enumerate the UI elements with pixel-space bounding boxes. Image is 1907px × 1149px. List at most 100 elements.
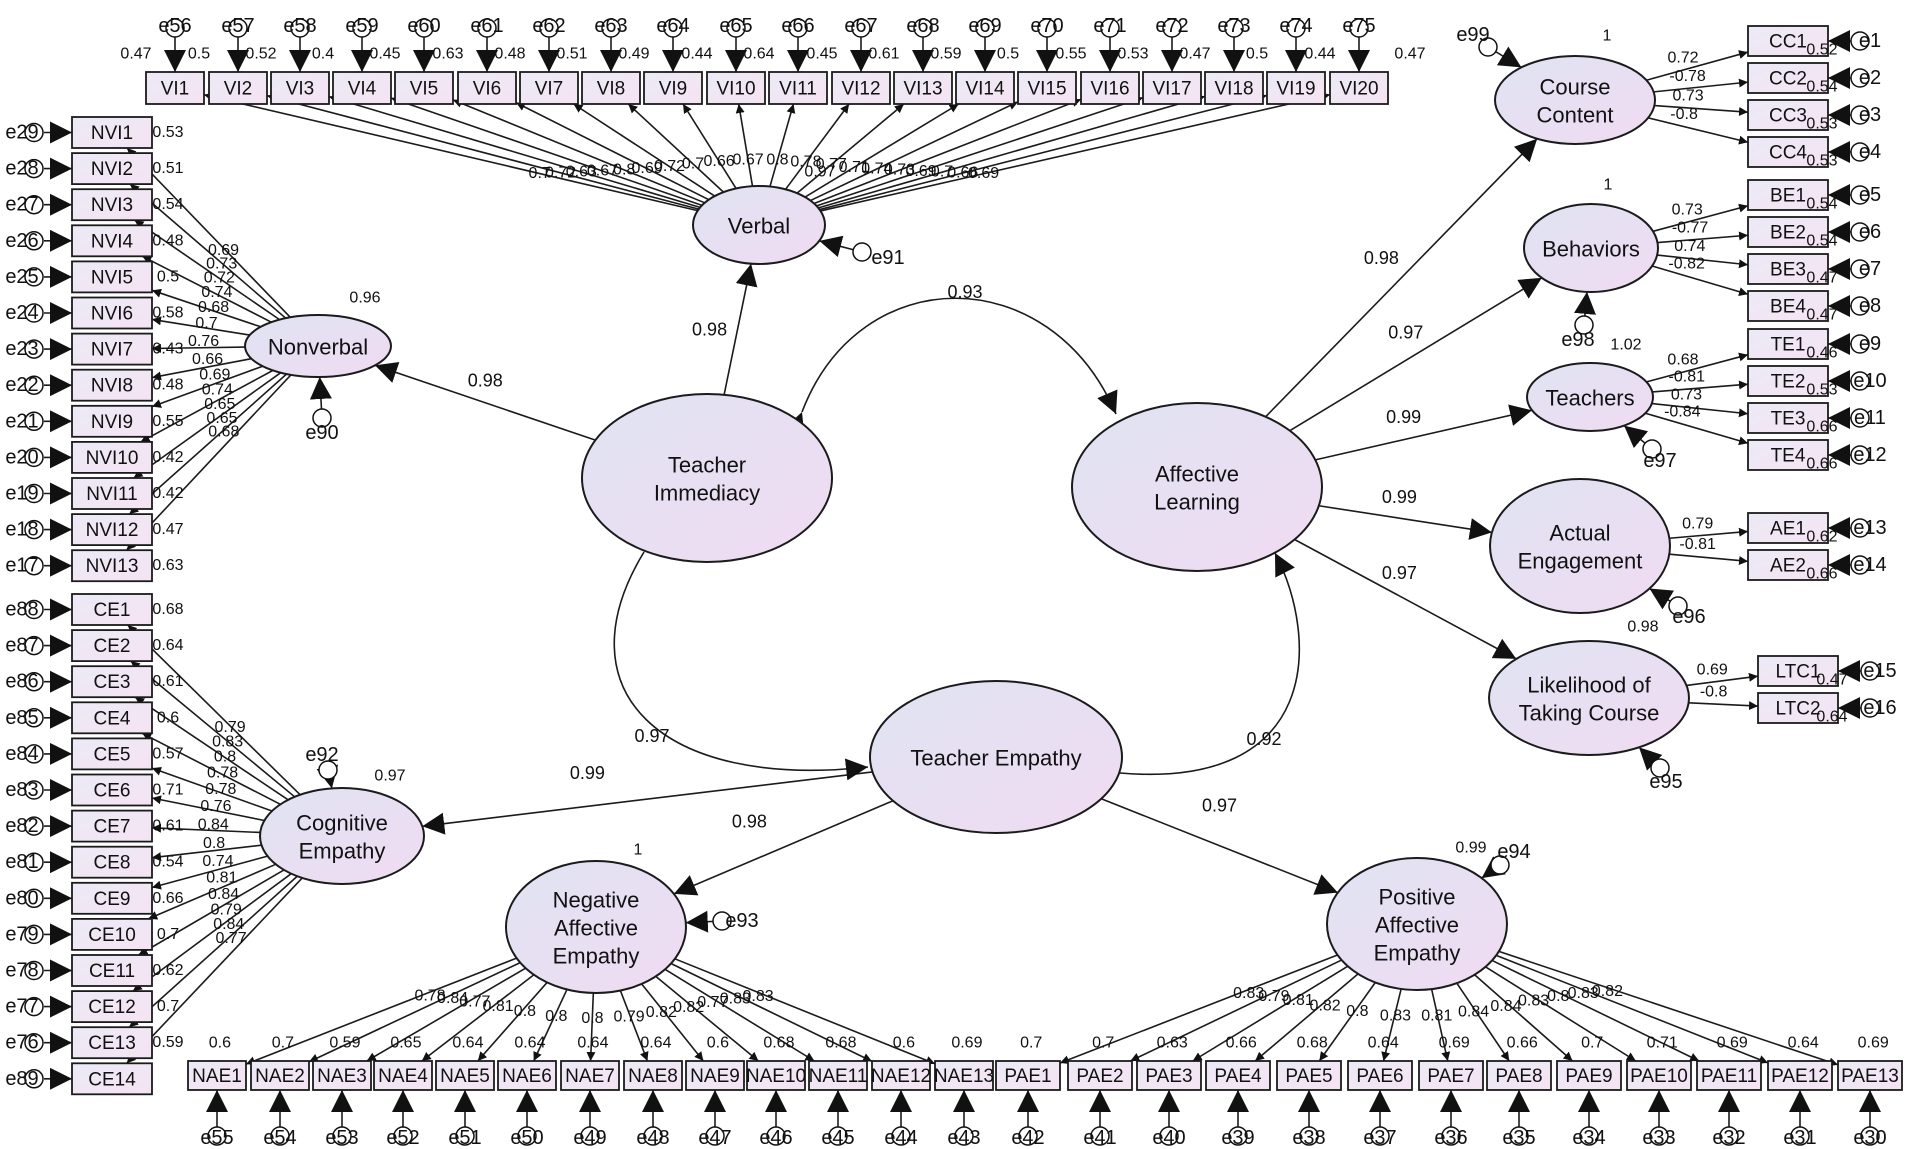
vi-loading-arrow — [810, 101, 1019, 202]
indicator-label: VI11 — [779, 79, 817, 100]
error-term-label: e2 — [1859, 67, 1881, 89]
r-squared-label: 0.5 — [997, 46, 1019, 63]
nae-loading-arrow — [421, 974, 535, 1062]
error-term-circle — [1850, 185, 1870, 205]
indicator-label: CE8 — [94, 853, 131, 874]
error-term-circle — [455, 1126, 475, 1146]
indicator-label: NAE11 — [809, 1066, 868, 1087]
error-term-circle — [24, 924, 44, 945]
vi-loading-arrow — [784, 103, 850, 190]
r-squared-label: 0.64 — [1816, 709, 1847, 726]
factor-loading-label: -0.81 — [1669, 369, 1706, 386]
factor-loading-label: 0.67 — [732, 151, 763, 168]
disturbance-label: e93 — [725, 910, 758, 932]
error-term-circle — [24, 708, 44, 728]
indicator-label: VI1 — [161, 79, 190, 100]
indicator-label: VI10 — [716, 79, 755, 100]
factor-loading-label: 0.72 — [654, 158, 685, 175]
indicator-label: BE2 — [1770, 223, 1806, 244]
error-term-label: e89 — [5, 1068, 38, 1090]
latent-label: Nonverbal — [268, 335, 368, 360]
error-term-circle — [1649, 1126, 1669, 1146]
indicator-label: NAE1 — [192, 1066, 242, 1087]
error-term-circle — [643, 1126, 663, 1146]
error-term-label: e78 — [5, 960, 38, 982]
latent-r-squared-label: 0.96 — [349, 290, 380, 307]
r-squared-label: 0.63 — [432, 46, 463, 63]
pae-loading-arrow — [1491, 959, 1700, 1062]
indicator-label: TE2 — [1771, 372, 1806, 393]
indicator-box — [1747, 512, 1829, 544]
indicator-box — [71, 954, 153, 987]
error-term-circle — [477, 18, 497, 38]
r-squared-label: 0.48 — [494, 46, 525, 63]
r-squared-label: 0.47 — [120, 46, 151, 63]
r-squared-label: 0.47 — [1806, 307, 1837, 324]
error-term-label: e30 — [1853, 1127, 1886, 1149]
latent-label: Teacher Empathy — [910, 746, 1081, 771]
vi-loading-arrow — [328, 94, 701, 209]
covariance-label: 0.93 — [947, 282, 982, 302]
pae-loading-arrow — [1129, 959, 1342, 1062]
r-squared-label: 0.54 — [1806, 79, 1837, 96]
indicator-box — [71, 368, 153, 402]
disturbance-circle — [1478, 37, 1498, 57]
error-term-label: e64 — [656, 15, 689, 37]
latent-label: Empathy — [1374, 941, 1461, 966]
indicator-box — [71, 549, 153, 583]
vi-loading-arrow — [818, 94, 1206, 209]
latent-r-squared-label: 0.99 — [1455, 840, 1486, 857]
error-term-circle — [1299, 1126, 1319, 1146]
factor-loading-label: 0.68 — [208, 423, 239, 440]
vi-loading-arrow — [735, 103, 754, 187]
r-squared-label: 0.62 — [1806, 529, 1837, 546]
indicator-label: PAE10 — [1630, 1066, 1688, 1087]
indicator-box — [71, 845, 153, 879]
indicator-box — [1067, 1060, 1133, 1091]
indicator-label: NVI10 — [86, 448, 139, 469]
nvi-loading-arrow — [151, 343, 246, 353]
factor-loading-label: 0.7 — [931, 164, 953, 181]
error-term-circle — [851, 18, 871, 38]
indicator-box — [581, 71, 641, 105]
r-squared-label: 0.71 — [152, 782, 183, 799]
r-squared-label: 0.71 — [1647, 1035, 1678, 1052]
factor-loading-label: 0.73 — [1672, 202, 1703, 219]
r-squared-label: 0.53 — [1806, 116, 1837, 133]
be-loading-arrow — [1652, 203, 1749, 233]
r-squared-label: 0.68 — [152, 601, 183, 618]
disturbance-label: e91 — [871, 247, 904, 269]
indicator-label: NAE13 — [934, 1066, 994, 1087]
latent-label: Verbal — [728, 214, 790, 239]
error-term-label: e60 — [407, 15, 440, 37]
disturbance-label: e97 — [1643, 450, 1676, 472]
factor-loading-label: 0.8 — [613, 161, 635, 178]
r-squared-label: 0.45 — [369, 46, 400, 63]
error-term-circle — [290, 18, 310, 38]
disturbance-label: e94 — [1497, 841, 1530, 863]
be-loading-arrow — [1657, 231, 1749, 244]
error-term-label: e35 — [1502, 1127, 1535, 1149]
indicator-label: VI8 — [597, 79, 626, 100]
error-term-circle — [1100, 18, 1120, 38]
factor-loading-label: 0.84 — [1490, 998, 1521, 1015]
factor-loading-label: 0.83 — [1518, 992, 1549, 1009]
factor-loading-label: 0.8 — [514, 1003, 536, 1020]
r-squared-label: 0.5 — [188, 46, 210, 63]
r-squared-label: 0.47 — [152, 521, 183, 538]
covariance-curve-empathy-immediacy — [613, 527, 869, 781]
error-term-circle — [705, 1126, 725, 1146]
indicator-box — [995, 1060, 1061, 1091]
indicator-label: VI5 — [410, 79, 439, 100]
error-term-label: e54 — [263, 1127, 296, 1149]
vi-loading-arrow — [627, 103, 725, 193]
latent-label: Learning — [1154, 490, 1240, 515]
indicator-box — [71, 1062, 153, 1096]
factor-loading-label: 0.83 — [743, 988, 774, 1005]
disturbance-circle — [312, 408, 332, 428]
factor-loading-label: 0.73 — [1672, 87, 1703, 104]
error-term-label: e53 — [325, 1127, 358, 1149]
indicator-label: BE1 — [1770, 186, 1806, 207]
factor-loading-label: 0.65 — [206, 410, 237, 427]
